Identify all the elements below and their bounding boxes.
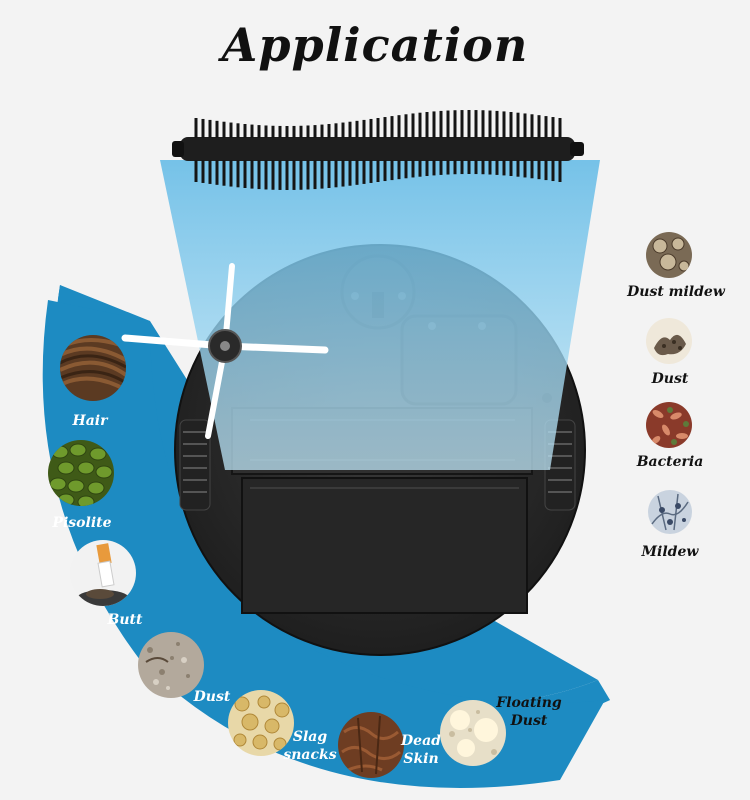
side-brush-icon (121, 263, 329, 439)
dust-mildew-icon (646, 232, 692, 278)
mildew-icon (648, 490, 692, 534)
debris-label-butt: Butt (107, 612, 143, 628)
micro-label-dust-mildew: Dust mildew (627, 284, 725, 300)
floating-dust-icon (440, 700, 506, 766)
page-title: Application (221, 18, 529, 72)
cigarette-butt-icon (70, 540, 136, 606)
bacteria-icon (646, 402, 692, 448)
roller-brush-icon (172, 110, 584, 190)
debris-label-dust: Dust (193, 689, 231, 705)
dead-skin-icon (338, 712, 404, 778)
debris-label-pisolite: Pisolite (52, 515, 112, 531)
micro-label-bacteria: Bacteria (636, 454, 704, 470)
dust-icon-right (646, 318, 692, 364)
debris-label-hair: Hair (72, 413, 108, 429)
debris-label-floating-dust: Floating Dust (496, 695, 562, 729)
micro-label-mildew: Mildew (641, 544, 699, 560)
dust-icon (138, 632, 204, 698)
slag-snacks-icon (228, 690, 294, 756)
debris-label-dead-skin: Dead Skin (401, 733, 441, 767)
micro-label-dust: Dust (651, 371, 689, 387)
debris-label-slag-snacks: Slag snacks (283, 729, 337, 763)
suction-beam (160, 160, 600, 470)
hair-icon (60, 335, 126, 401)
pisolite-icon (48, 440, 114, 506)
